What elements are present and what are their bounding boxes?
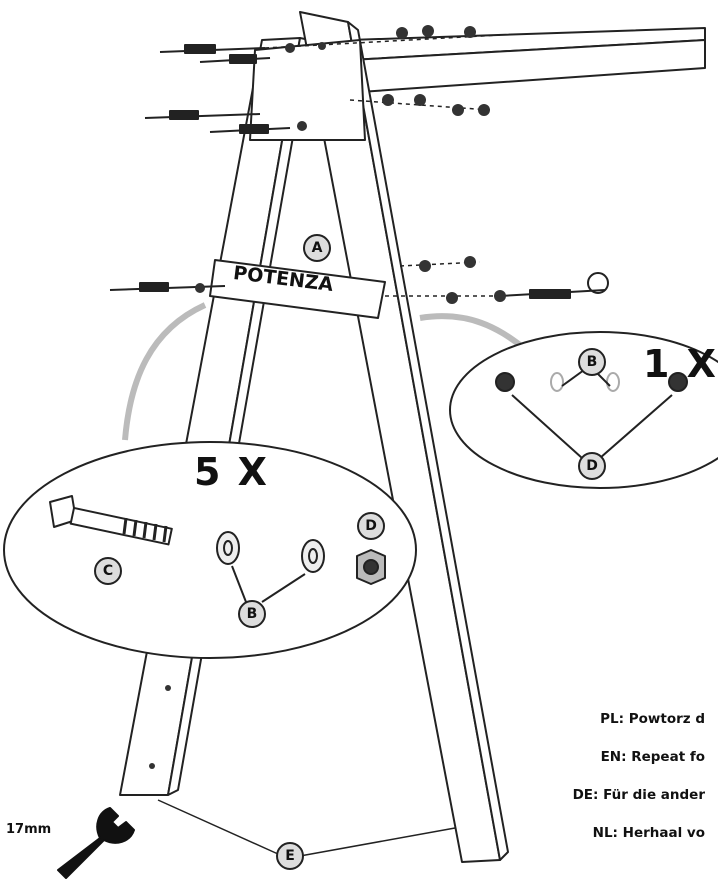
lang-code: EN bbox=[600, 749, 622, 765]
instruction-text: : Repeat fo bbox=[621, 749, 705, 765]
instruction-pl: PL: Powtorz d bbox=[600, 711, 705, 727]
bolts-upper bbox=[109, 44, 609, 299]
leader-e-right bbox=[299, 827, 456, 857]
left-leg bbox=[119, 37, 311, 796]
callout-left-washer-label: B bbox=[238, 600, 266, 628]
instruction-de: DE: Für die ander bbox=[573, 787, 705, 803]
callout-right-nut-label: D bbox=[578, 452, 606, 480]
leader-e-left bbox=[157, 799, 279, 855]
callout-ellipse-left bbox=[3, 441, 417, 659]
leader-right bbox=[419, 313, 522, 348]
callout-ellipse-right bbox=[449, 331, 718, 489]
nuts-washers bbox=[149, 25, 506, 769]
callout-left-quantity: 5 X bbox=[194, 450, 269, 494]
callout-left-nut-label: D bbox=[357, 512, 385, 540]
instruction-nl: NL: Herhaal vo bbox=[593, 825, 705, 841]
callout-right-hardware bbox=[495, 369, 688, 459]
lang-code: PL bbox=[600, 711, 619, 727]
leader-left bbox=[122, 302, 207, 441]
part-label-e: E bbox=[276, 842, 304, 870]
potenza-crossbar bbox=[209, 259, 386, 319]
instruction-text: : Powtorz d bbox=[618, 711, 705, 727]
instruction-en: EN: Repeat fo bbox=[601, 749, 705, 765]
lang-code: NL bbox=[592, 825, 613, 841]
wrench-icon bbox=[57, 807, 135, 879]
instruction-text: : Für die ander bbox=[593, 787, 705, 803]
callout-left-bolt-label: C bbox=[94, 557, 122, 585]
tool-size-label: 17mm bbox=[6, 822, 52, 837]
lang-code: DE bbox=[572, 787, 594, 803]
callout-right-quantity: 1 X bbox=[643, 342, 718, 386]
callout-right-washer-label: B bbox=[578, 348, 606, 376]
top-bracket bbox=[249, 39, 366, 141]
part-label-a: A bbox=[303, 234, 331, 262]
callout-left-hardware bbox=[49, 495, 386, 603]
instruction-text: : Herhaal vo bbox=[612, 825, 705, 841]
